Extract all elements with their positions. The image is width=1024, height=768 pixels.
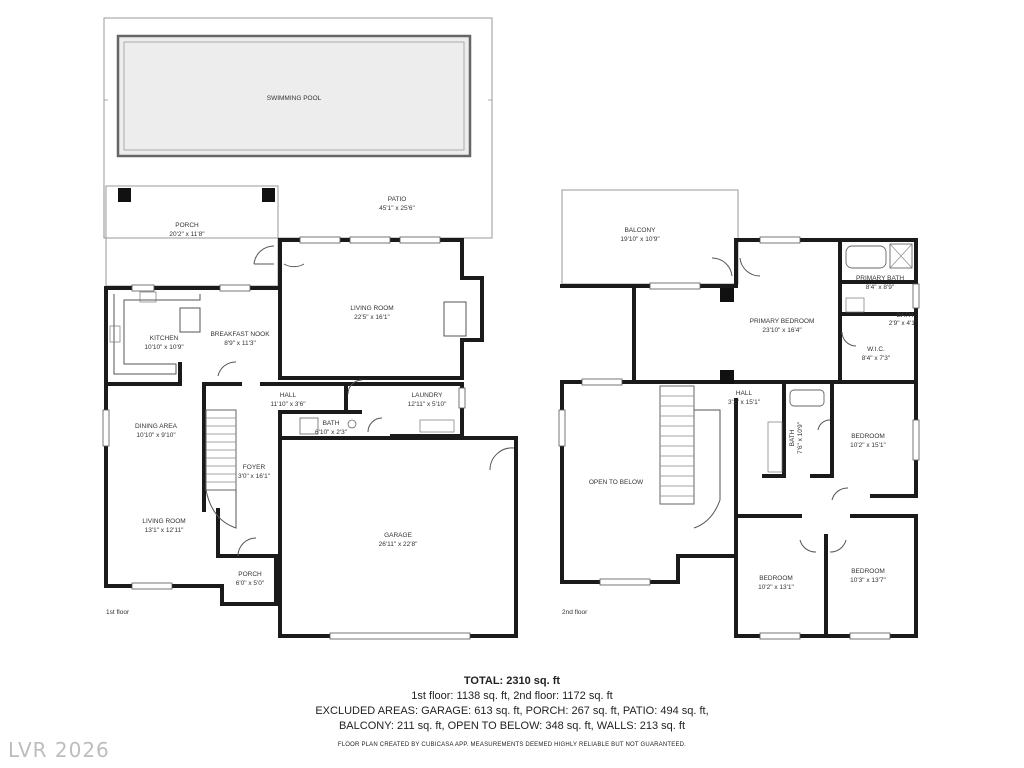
room-bath-1-name: BATH (323, 420, 340, 427)
room-bath-2-name: BATH (789, 429, 796, 446)
excluded-areas-line-1: EXCLUDED AREAS: GARAGE: 613 sq. ft, PORC… (315, 705, 709, 717)
disclaimer-note: FLOOR PLAN CREATED BY CUBICASA APP. MEAS… (337, 742, 687, 748)
room-patio-dim: 45'1" x 25'6" (379, 205, 415, 212)
floor-area-breakdown: 1st floor: 1138 sq. ft, 2nd floor: 1172 … (411, 690, 613, 702)
room-living-room-1-dim: 22'5" x 16'1" (354, 314, 390, 321)
room-breakfast-nook-dim: 8'9" x 11'3" (224, 340, 256, 347)
room-wic-name: W.I.C. (867, 346, 885, 353)
room-dining-area-name: DINING AREA (135, 423, 178, 430)
swimming-pool-shape (116, 34, 472, 158)
room-kitchen-name: KITCHEN (150, 335, 179, 342)
room-primary-bath-name: PRIMARY BATH (856, 275, 904, 282)
room-primary-bedroom-name: PRIMARY BEDROOM (750, 318, 815, 325)
room-patio-name: PATIO (388, 196, 407, 203)
room-bedroom-b-dim: 10'2" x 13'1" (758, 584, 794, 591)
room-living-room-1-name: LIVING ROOM (350, 305, 393, 312)
room-bath-2-dim: 7'6" x 10'9" (797, 421, 804, 454)
room-hall-1-dim: 11'10" x 3'6" (270, 401, 306, 408)
fireplace (443, 301, 467, 337)
room-breakfast-nook-name: BREAKFAST NOOK (210, 331, 270, 338)
room-open-to-below-name: OPEN TO BELOW (589, 479, 644, 486)
room-hall-2-name: HALL (736, 390, 753, 397)
room-porch-back-name: PORCH (175, 222, 199, 229)
room-primary-bath-dim: 8'4" x 8'9" (866, 284, 895, 291)
room-garage-dim: 26'11" x 22'8" (379, 541, 418, 548)
room-balcony-dim: 19'10" x 10'9" (620, 236, 660, 243)
room-bedroom-c-dim: 10'3" x 13'7" (850, 577, 886, 584)
kitchen-counters (109, 291, 201, 375)
excluded-areas-line-2: BALCONY: 211 sq. ft, OPEN TO BELOW: 348 … (338, 720, 686, 732)
room-dining-area-dim: 10'10" x 9'10" (136, 432, 176, 439)
porch-column (262, 188, 275, 202)
room-laundry-name: LAUNDRY (412, 392, 444, 399)
room-porch-front-dim: 6'0" x 5'0" (236, 580, 265, 587)
room-hall-2-dim: 3'1" x 15'1" (728, 399, 761, 406)
room-bedroom-b-name: BEDROOM (759, 575, 793, 582)
room-primary-bedroom-dim: 23'10" x 16'4" (762, 327, 802, 334)
room-porch-back-dim: 20'2" x 11'8" (169, 231, 205, 238)
room-bedroom-a-name: BEDROOM (851, 433, 885, 440)
room-balcony-name: BALCONY (624, 227, 656, 234)
room-porch-front-name: PORCH (238, 571, 262, 578)
second-floor-walls (560, 238, 918, 638)
room-bath-small-name: BATH (897, 312, 914, 319)
room-swimming-pool-name: SWIMMING POOL (267, 95, 322, 102)
room-laundry-dim: 12'11" x 5'10" (408, 401, 447, 408)
porch-column (118, 188, 131, 202)
room-living-room-2-name: LIVING ROOM (142, 518, 185, 525)
room-garage-name: GARAGE (384, 532, 412, 539)
room-foyer-dim: 3'0" x 16'1" (238, 473, 271, 480)
second-floor-doors (711, 257, 857, 553)
room-wic-dim: 8'4" x 7'3" (862, 355, 891, 362)
room-bedroom-a-dim: 10'2" x 15'1" (850, 442, 886, 449)
total-area-title: TOTAL: 2310 sq. ft (463, 675, 561, 687)
first-floor-label: 1st floor (106, 609, 130, 616)
room-bath-small-dim: 2'9" x 4'1" (889, 320, 918, 327)
second-floor-label: 2nd floor (562, 609, 588, 616)
first-floor-windows (102, 236, 471, 640)
watermark: LVR 2026 (8, 738, 110, 762)
first-floor-doors (217, 245, 515, 557)
room-kitchen-dim: 10'10" x 10'9" (144, 344, 184, 351)
room-hall-1-name: HALL (280, 392, 297, 399)
balcony-column (720, 288, 734, 302)
second-floor-windows (558, 236, 920, 640)
room-living-room-2-dim: 13'1" x 12'11" (145, 527, 184, 534)
first-floor-stairs (205, 409, 237, 529)
room-foyer-name: FOYER (243, 464, 266, 471)
balcony-column (720, 370, 734, 384)
room-bath-1-dim: 6'10" x 2'3" (315, 429, 348, 436)
second-floor-stairs (659, 385, 721, 529)
room-bedroom-c-name: BEDROOM (851, 568, 885, 575)
